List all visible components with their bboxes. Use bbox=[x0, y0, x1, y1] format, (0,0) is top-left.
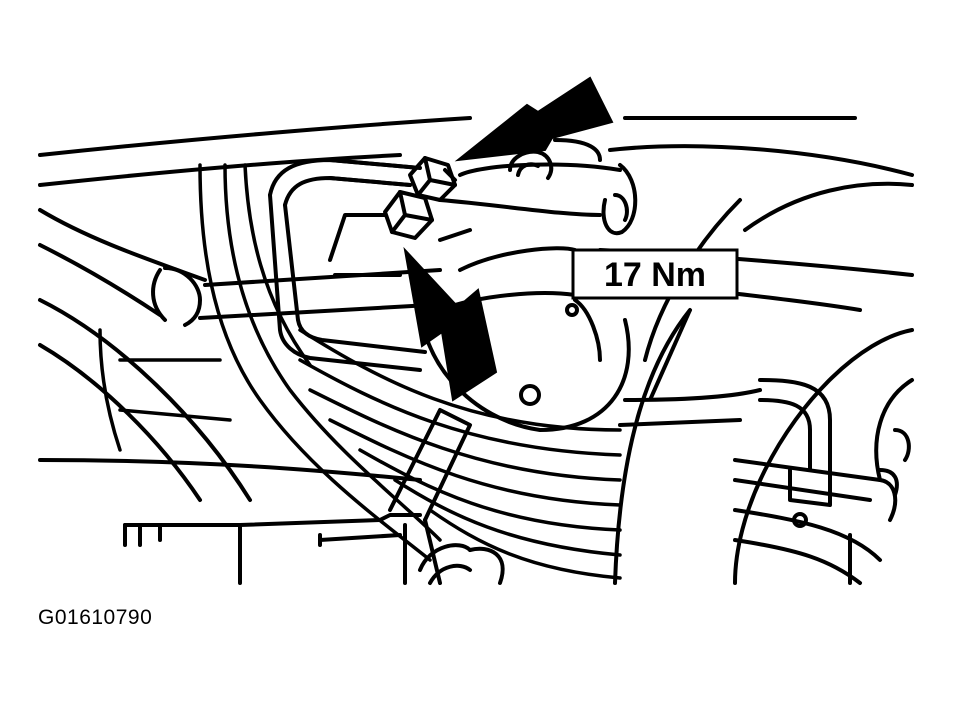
ribbed-contours bbox=[98, 163, 622, 580]
hex-nut-lower bbox=[383, 190, 434, 240]
arrow-icon bbox=[403, 246, 498, 402]
pipe-to-nut bbox=[328, 158, 422, 187]
left-hose bbox=[38, 208, 442, 327]
torque-leader-line bbox=[648, 309, 692, 401]
torque-value: 17 Nm bbox=[604, 256, 706, 294]
right-side-assembly bbox=[613, 198, 914, 585]
left-strut bbox=[38, 298, 422, 502]
lower-left-plate bbox=[123, 513, 422, 585]
figure-id: G01610790 bbox=[38, 606, 153, 629]
lower-fitting bbox=[418, 543, 505, 585]
hex-nut-upper bbox=[408, 156, 457, 202]
arrow-icon bbox=[454, 76, 614, 162]
torque-callout: 17 Nm bbox=[571, 248, 739, 300]
upper-body-lines bbox=[38, 116, 914, 232]
